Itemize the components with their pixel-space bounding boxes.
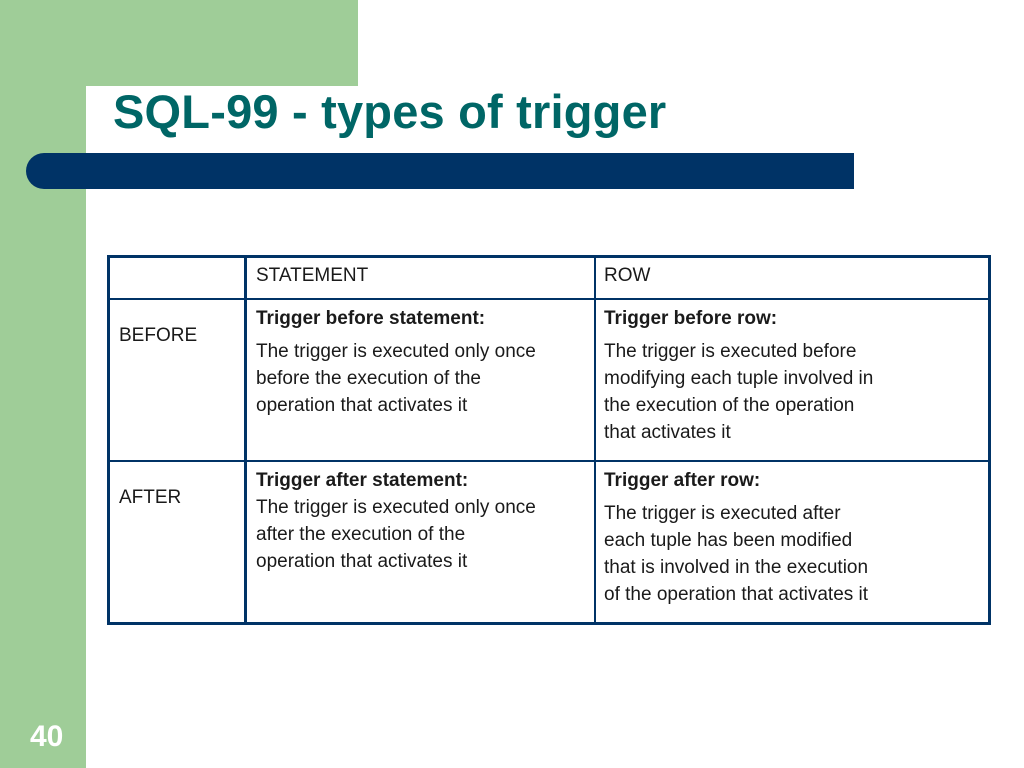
table-header-divider [110, 298, 988, 300]
green-sidebar-band [0, 0, 86, 768]
row-label-before: BEFORE [119, 325, 198, 346]
cell-after-row: Trigger after row: The trigger is execut… [604, 467, 868, 608]
cell-text: The trigger is executed after each tuple… [604, 503, 869, 605]
header-row: ROW [604, 265, 651, 286]
cell-heading: Trigger before statement: [256, 308, 486, 329]
table-row-divider [110, 460, 988, 462]
cell-heading: Trigger before row: [604, 308, 778, 329]
page-number: 40 [30, 720, 64, 753]
green-top-band [0, 0, 358, 86]
cell-heading: Trigger after statement: [256, 470, 469, 491]
table-col-divider-1 [244, 258, 247, 622]
slide-title: SQL-99 - types of trigger [113, 85, 667, 138]
cell-before-statement: Trigger before statement: The trigger is… [256, 305, 536, 419]
cell-text: The trigger is executed only once after … [256, 497, 536, 572]
trigger-types-table: STATEMENT ROW BEFORE Trigger before stat… [107, 255, 991, 625]
cell-text: The trigger is executed before modifying… [604, 341, 874, 443]
header-statement: STATEMENT [256, 265, 369, 286]
cell-after-statement: Trigger after statement: The trigger is … [256, 467, 536, 575]
cell-text: The trigger is executed only once before… [256, 341, 536, 416]
cell-heading: Trigger after row: [604, 470, 761, 491]
table-col-divider-2 [594, 258, 596, 622]
title-underline-bar [26, 153, 854, 189]
cell-before-row: Trigger before row: The trigger is execu… [604, 305, 873, 446]
row-label-after: AFTER [119, 487, 182, 508]
